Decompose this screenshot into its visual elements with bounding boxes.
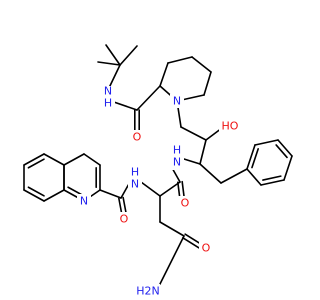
- bond-ch2-phenyl: [220, 168, 248, 184]
- atom-label-carbonyl-o-quin: O: [120, 213, 129, 226]
- bond-phenyl-inner: [251, 148, 259, 169]
- atom-label-amide-nh-tbu: N: [104, 85, 112, 98]
- bond-carbonyl-o-center: [177, 181, 181, 200]
- bond-quinoline-benzene-inner: [27, 186, 45, 197]
- atom-carbonyl-o-tbu: O: [130, 130, 144, 144]
- bond-phenyl: [277, 139, 293, 157]
- atom-label-layer: N N H O HO H N O N O: [77, 85, 241, 298]
- bond-carbonyl-quinc2: [99, 189, 122, 199]
- bond-choh-chn: [199, 139, 207, 165]
- atom-label-hydroxyl: HO: [222, 120, 239, 133]
- atom-label-primary-amide-o: O: [202, 242, 211, 255]
- atom-label-carbonyl-o-center: O: [181, 197, 190, 210]
- bond-tbu-n: [107, 64, 121, 91]
- atom-label-primary-amide-n: H2N: [136, 285, 160, 298]
- bond-carbonyl-calpha: [159, 181, 181, 197]
- atom-primary-amide-n: H2N: [136, 284, 160, 298]
- atom-primary-amide-o: O: [199, 241, 213, 255]
- atom-quinoline-n: N: [77, 194, 91, 208]
- atom-label-quinoline-n: N: [80, 195, 88, 208]
- atom-amide-nh-tbu: N H: [101, 85, 115, 110]
- bond-chn-nh: [183, 158, 201, 165]
- bond-quinoline-pyridine: [83, 153, 101, 166]
- bond-quinoline-pyridine: [63, 153, 85, 166]
- bond-phenyl-inner: [275, 144, 288, 159]
- bond-carbonyl-o-center: [181, 180, 185, 199]
- bond-piperidine: [191, 56, 212, 73]
- atom-hydroxyl: HO: [219, 119, 241, 133]
- atom-piperidine-n: N: [170, 94, 184, 108]
- atom-amide-nh-center: H N: [170, 144, 184, 170]
- bond-amide-n: [159, 235, 185, 285]
- bond-chn-ch2: [199, 163, 222, 184]
- bond-quinoline-benzene: [43, 153, 65, 166]
- bond-carbonyl-o-quin: [118, 197, 123, 216]
- atom-label-amide-nh-quin-h: H: [131, 166, 139, 179]
- bond-piperidine: [167, 56, 193, 64]
- bond-calpha-nh: [140, 181, 161, 197]
- bond-quinoline-benzene-inner: [27, 158, 45, 169]
- bond-piperidine: [203, 71, 212, 96]
- bond-phenyl: [260, 179, 285, 186]
- bond-tbu-c1: [105, 44, 121, 66]
- bond-phenyl: [246, 168, 262, 186]
- atom-amide-nh-quin: H N: [128, 166, 142, 192]
- bond-tbu-c3: [119, 45, 138, 66]
- bond-piperidine: [159, 62, 169, 87]
- atom-label-amide-nh-tbu-h: H: [104, 97, 112, 110]
- bond-quinoline-benzene: [43, 189, 65, 202]
- bond-phenyl-inner: [262, 175, 282, 181]
- bond-phenyl: [246, 144, 256, 170]
- bond-quinoline-benzene: [23, 153, 45, 166]
- bond-quinoline-benzene: [23, 189, 45, 202]
- bond-ch2-choh: [180, 126, 207, 141]
- atom-label-amide-nh-center: N: [173, 156, 181, 169]
- bond-carbonyl-pip: [136, 85, 161, 111]
- atom-carbonyl-o-center: O: [178, 196, 192, 210]
- atom-label-piperidine-n: N: [173, 95, 181, 108]
- bond-carbonyl-o-quin: [122, 196, 127, 215]
- bond-phenyl: [283, 155, 293, 181]
- atom-label-carbonyl-o-tbu: O: [133, 131, 142, 144]
- bond-tbu-c2: [97, 61, 121, 66]
- bond-amide-o: [184, 233, 202, 245]
- atom-label-amide-nh-center-h: H: [173, 144, 181, 157]
- bond-phenyl: [254, 139, 279, 146]
- bond-layer: [23, 44, 293, 285]
- bond-ch2-amide: [159, 221, 185, 237]
- molecule-structure: N N H O HO H N O N O: [23, 44, 293, 298]
- atom-label-amide-nh-quin: N: [131, 178, 139, 191]
- atom-carbonyl-o-quin: O: [117, 212, 131, 226]
- bond-amide-o: [182, 237, 200, 249]
